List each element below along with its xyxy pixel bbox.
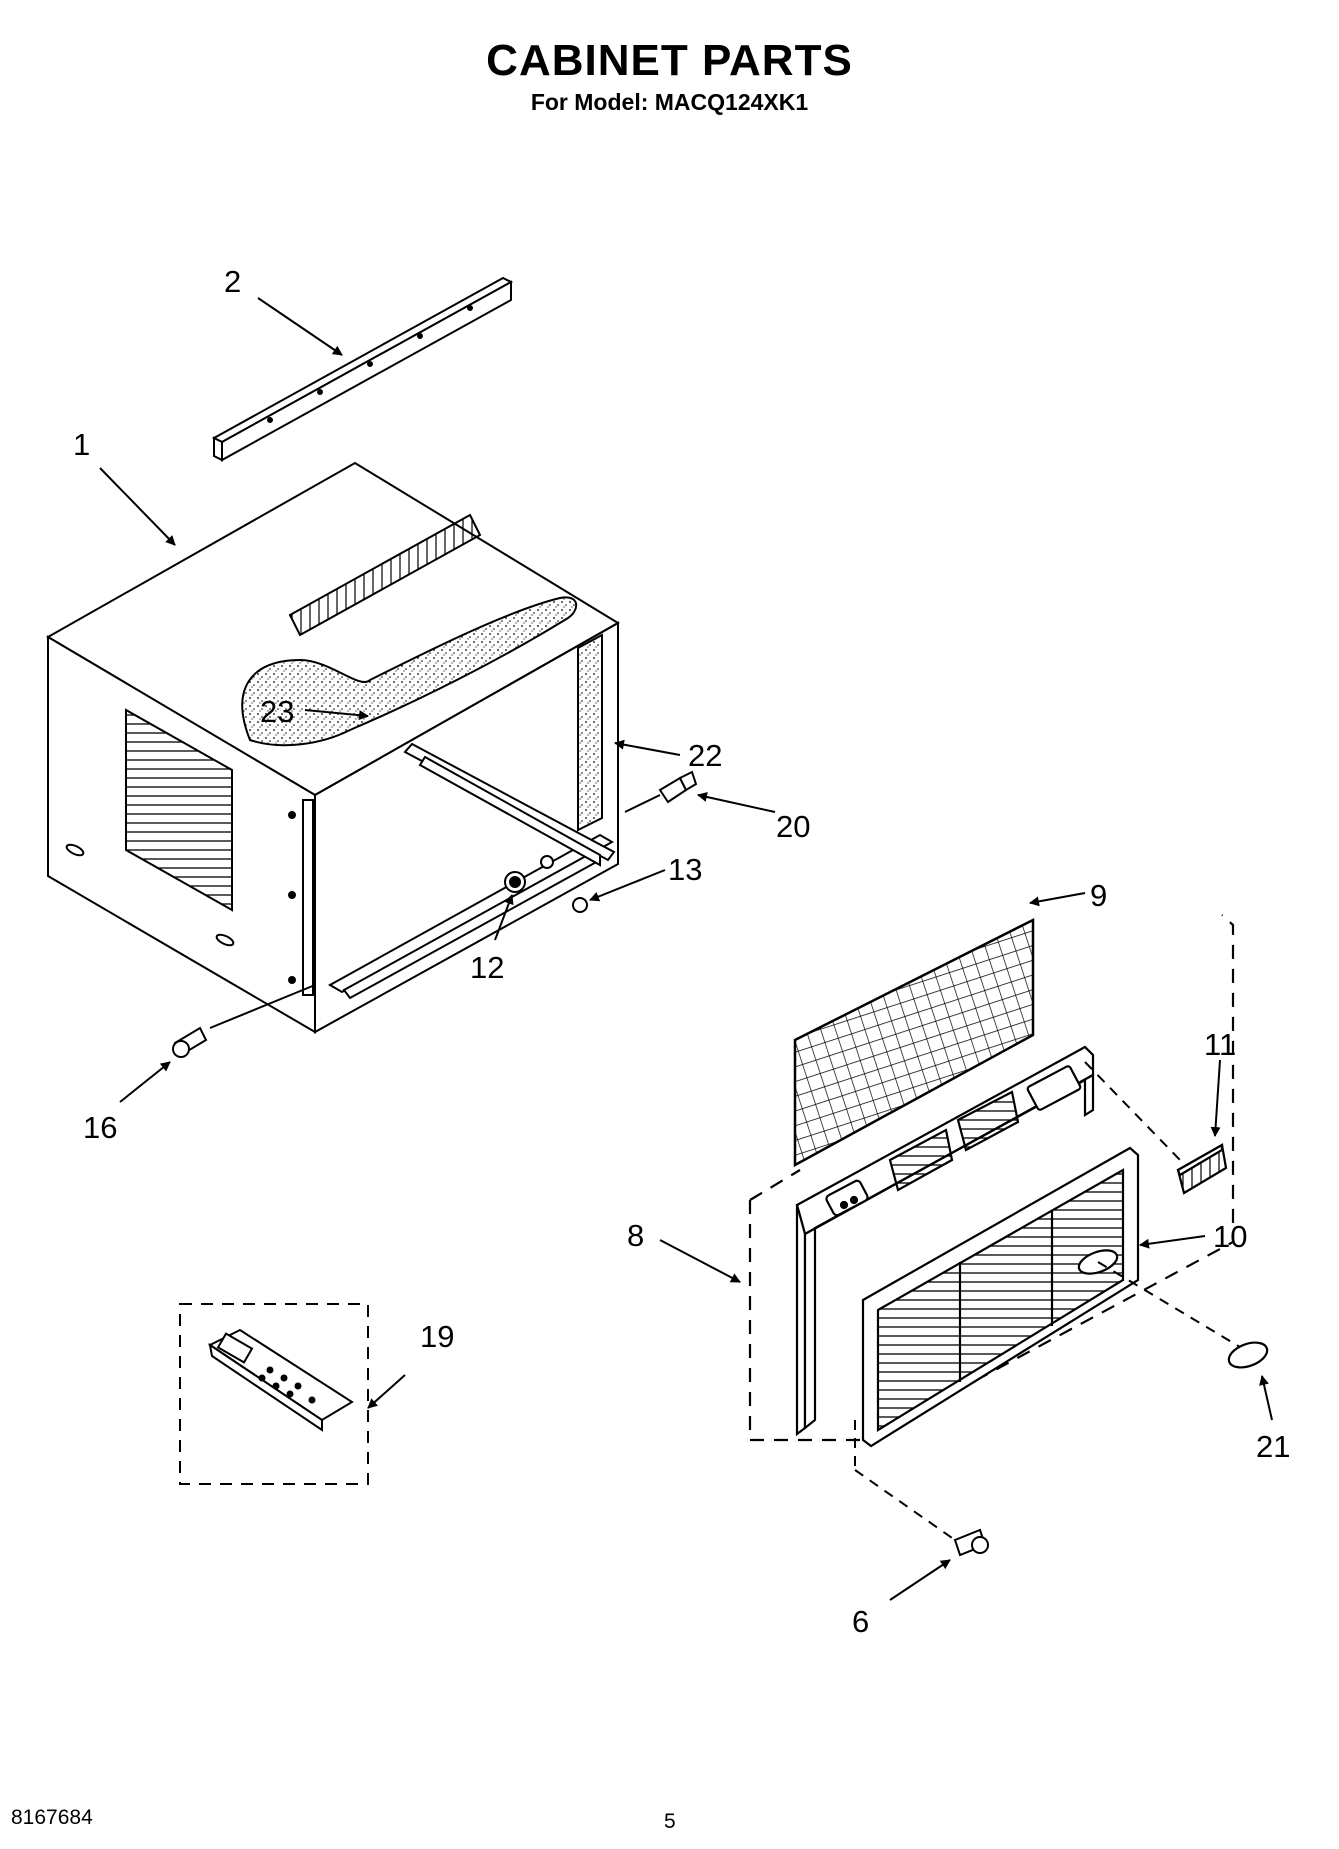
callout-6: 6 (852, 1604, 869, 1639)
leader-21 (1259, 1375, 1273, 1421)
leader-10 (1139, 1235, 1206, 1249)
knob-cap (1227, 1341, 1269, 1369)
callout-1: 1 (73, 427, 90, 462)
callout-2: 2 (224, 264, 241, 299)
leader-9 (1029, 892, 1086, 907)
callout-10: 10 (1213, 1219, 1247, 1254)
leader-8 (659, 1239, 741, 1283)
leader-22 (614, 739, 681, 756)
screw-16 (172, 1026, 208, 1058)
callout-22: 22 (688, 738, 722, 773)
top-seal-gasket (241, 596, 578, 747)
leader-23 (304, 709, 369, 721)
cabinet-body (46, 461, 620, 1034)
callout-20: 20 (776, 809, 810, 844)
remote-control (179, 1303, 369, 1485)
nut-13 (540, 855, 588, 913)
callout-23: 23 (260, 694, 294, 729)
callout-12: 12 (470, 950, 504, 985)
callout-16: 16 (83, 1110, 117, 1145)
leader-19 (367, 1374, 406, 1409)
leader-20 (697, 792, 776, 813)
leader-2 (257, 297, 343, 356)
front-panel (795, 1045, 1095, 1437)
callout-21: 21 (1256, 1429, 1290, 1464)
model-subtitle: For Model: MACQ124XK1 (530, 89, 809, 115)
leader-6 (889, 1559, 951, 1601)
callout-13: 13 (668, 852, 702, 887)
top-rail (211, 276, 514, 462)
page-title: CABINET PARTS (486, 36, 853, 85)
leader-12 (494, 894, 514, 941)
leader-16 (119, 1061, 171, 1103)
side-seal-gasket (577, 633, 603, 832)
callout-numbers: 1 2 23 22 20 13 12 16 9 11 10 8 21 19 6 (73, 264, 1290, 1639)
front-assembly-outline (748, 914, 1235, 1442)
callout-9: 9 (1090, 878, 1107, 913)
vent-louver (1176, 1143, 1228, 1195)
air-filter (793, 917, 1035, 1168)
callout-11: 11 (1204, 1027, 1236, 1062)
screw-20 (658, 770, 698, 804)
leader-13 (589, 869, 666, 902)
page-number: 5 (664, 1810, 676, 1833)
leader-1 (99, 467, 176, 546)
front-grille (861, 1146, 1140, 1448)
callout-19: 19 (420, 1319, 454, 1354)
leader-lines (99, 297, 1273, 1601)
document-number: 8167684 (11, 1806, 93, 1829)
leader-11 (1210, 1059, 1221, 1137)
callout-8: 8 (627, 1218, 644, 1253)
screw-6 (953, 1528, 989, 1557)
